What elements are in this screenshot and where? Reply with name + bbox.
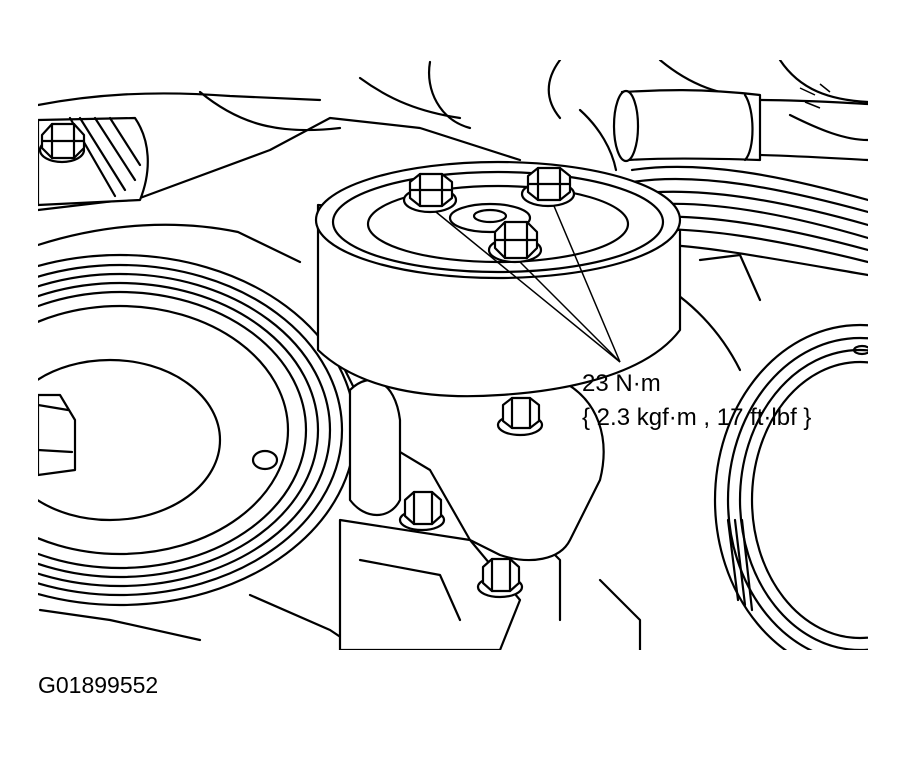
bracket-bolt-upper xyxy=(496,396,544,437)
coolant-hose xyxy=(612,89,868,163)
pump-bracket xyxy=(338,358,605,650)
figure-id-label: G01899552 xyxy=(38,672,159,698)
bracket-bolt-middle xyxy=(398,490,446,532)
pulley-bolt-right xyxy=(520,166,576,208)
bracket-bolt-lower xyxy=(476,557,524,599)
crankshaft-pulley xyxy=(38,253,357,607)
upper-left-bracket xyxy=(38,116,149,207)
bracket-bolts xyxy=(398,396,544,599)
pulley-bolts xyxy=(402,166,576,264)
torque-leader-lines xyxy=(435,205,621,363)
idler-pulley xyxy=(314,160,682,398)
torque-value-label: 23 N·m xyxy=(582,370,661,397)
lower-right-pulley xyxy=(713,323,868,650)
pulley-bolt-left xyxy=(402,172,458,214)
torque-conversion-label: { 2.3 kgf·m , 17 ft·lbf } xyxy=(582,404,812,431)
pulley-bolt-center xyxy=(487,220,543,264)
